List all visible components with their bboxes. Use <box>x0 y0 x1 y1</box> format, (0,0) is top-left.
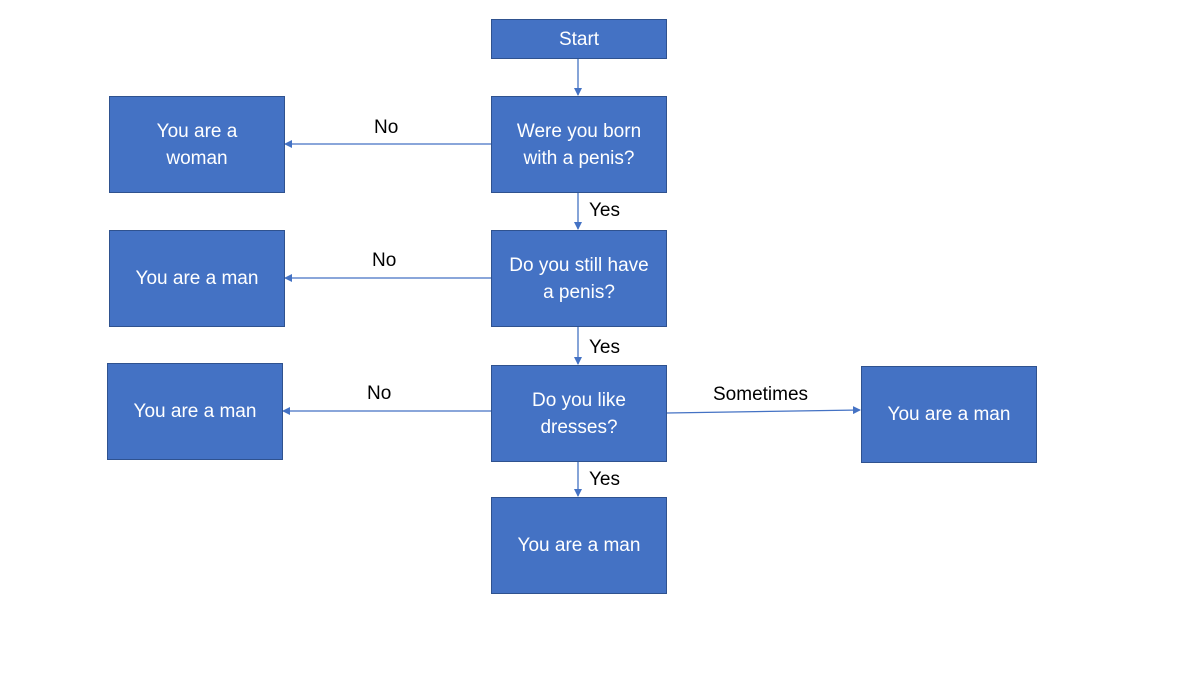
node-result-dresses-yes: You are a man <box>491 497 667 594</box>
edge-label-dresses-no: No <box>367 383 392 404</box>
edge-label-dresses-sometimes: Sometimes <box>713 384 809 405</box>
node-question-born-with-penis: Were you born with a penis? <box>491 96 667 193</box>
node-result-woman: You are a woman <box>109 96 285 193</box>
connector-dresses-sometimes <box>666 406 861 415</box>
node-question-still-have-penis: Do you still have a penis? <box>491 230 667 327</box>
node-result-dresses-sometimes: You are a man <box>861 366 1037 463</box>
node-start: Start <box>491 19 667 59</box>
node-result-dresses-no: You are a man <box>107 363 283 460</box>
node-question-like-dresses: Do you like dresses? <box>491 365 667 462</box>
node-result-still-no: You are a man <box>109 230 285 327</box>
edge-label-dresses-yes: Yes <box>589 469 620 490</box>
edge-label-still-no: No <box>372 250 397 271</box>
edge-label-born-no: No <box>374 117 399 138</box>
edge-label-still-yes: Yes <box>589 337 620 358</box>
edge-label-born-yes: Yes <box>589 200 620 221</box>
